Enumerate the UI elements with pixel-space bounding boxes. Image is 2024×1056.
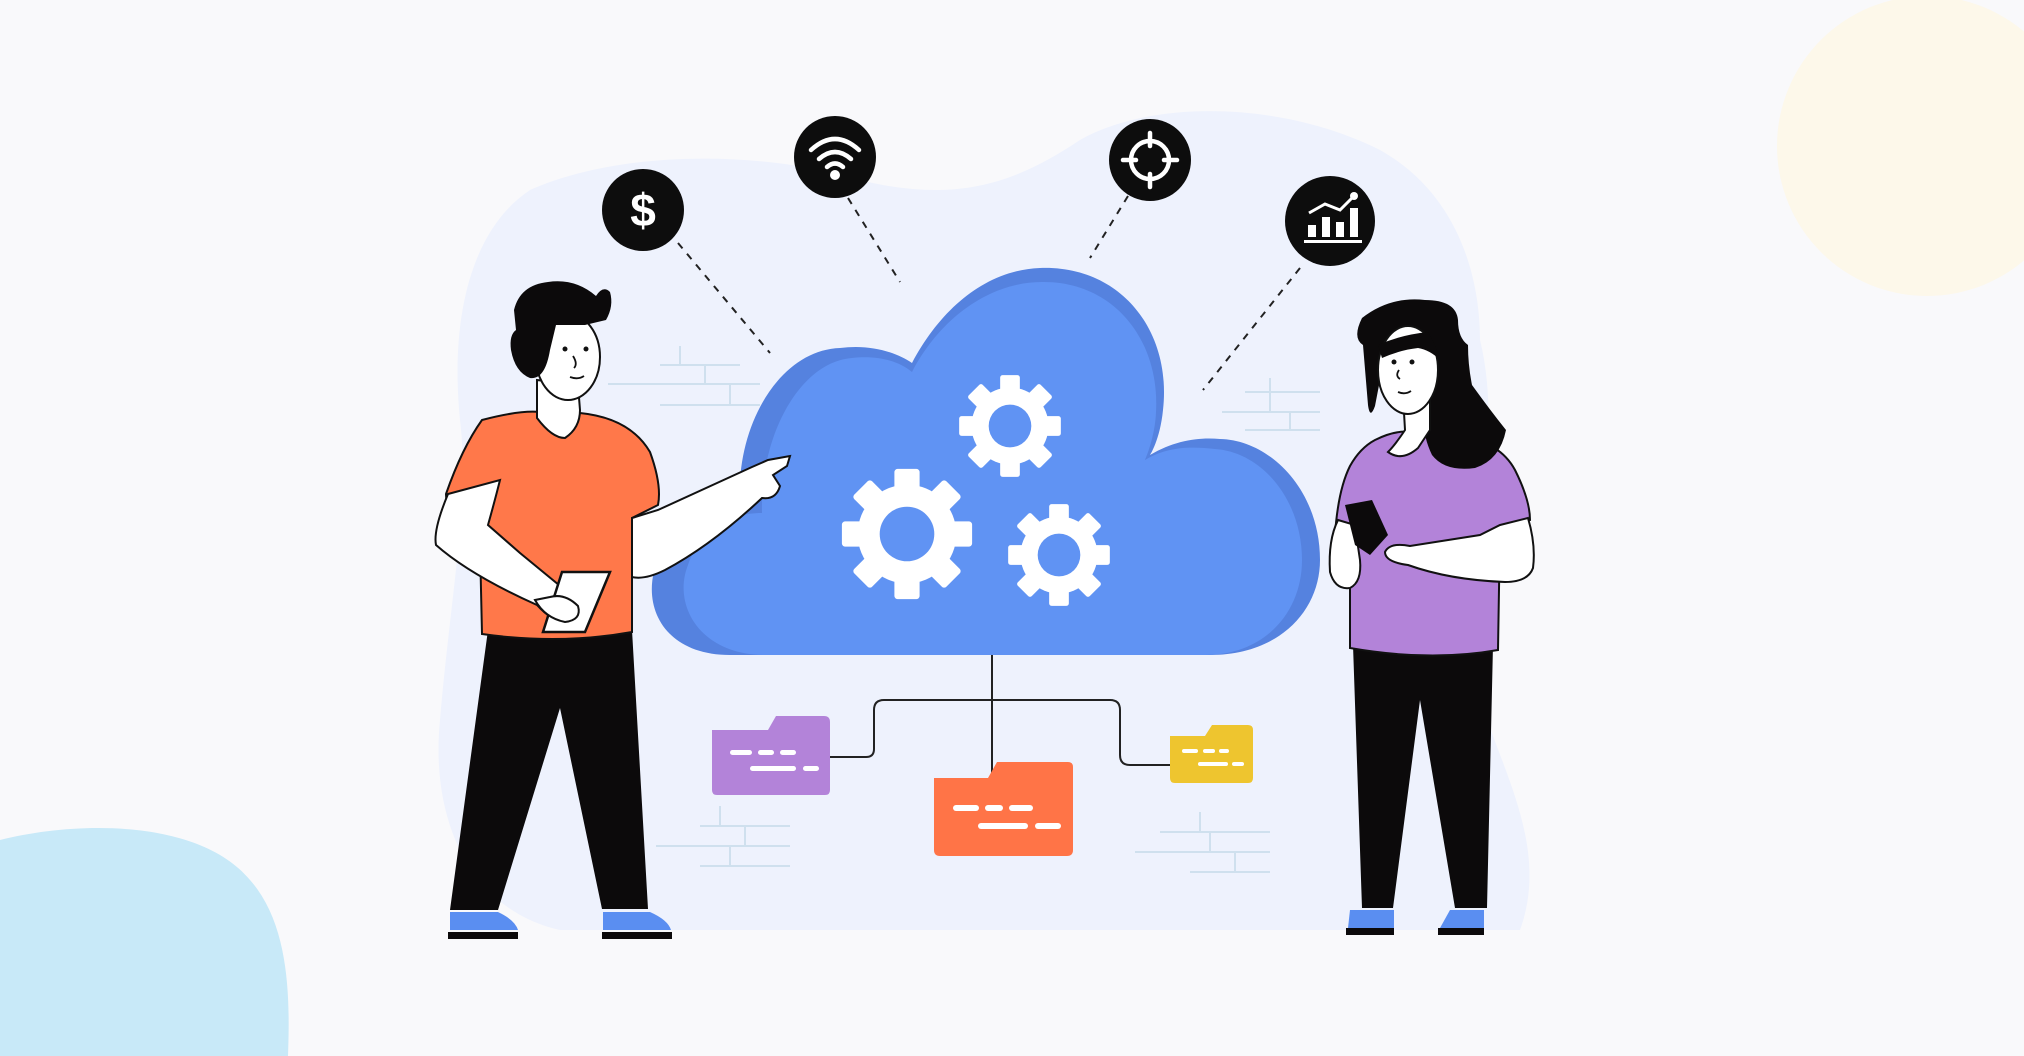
analytics-chart-icon	[1285, 176, 1375, 266]
woman-right-shoe	[1438, 910, 1484, 935]
man-pants	[450, 630, 648, 910]
man-right-shoe	[602, 912, 672, 939]
woman-left-shoe	[1346, 910, 1394, 935]
svg-text:$: $	[630, 184, 656, 236]
dollar-icon: $	[602, 169, 684, 251]
man-presenter	[434, 281, 792, 939]
phone	[1345, 500, 1388, 555]
man-hair	[510, 281, 612, 379]
man-hand	[533, 595, 580, 624]
man-left-shoe	[448, 912, 518, 939]
woman-right-arm	[1383, 516, 1535, 584]
woman-with-phone	[1328, 299, 1535, 935]
folder-orange	[934, 762, 1073, 856]
brick-pattern-left	[608, 346, 760, 406]
man-pointing-arm	[631, 454, 792, 579]
yellow-corner-blob	[1777, 0, 2024, 296]
brick-pattern-right	[1222, 378, 1320, 431]
target-icon	[1109, 119, 1191, 201]
small-gear-icon	[1008, 504, 1110, 606]
folder-purple	[712, 716, 830, 795]
top-gear-icon	[959, 375, 1061, 477]
brick-pattern-bottom-left	[656, 806, 790, 867]
folder-tree-lines	[830, 655, 1172, 778]
large-gear-icon	[841, 468, 973, 600]
icon-connector-lines	[677, 195, 1301, 391]
woman-pants	[1353, 645, 1493, 908]
folder-yellow	[1170, 725, 1253, 783]
blue-corner-blob	[0, 828, 289, 1056]
brick-pattern-bottom-right	[1135, 812, 1270, 873]
wifi-icon	[794, 116, 876, 198]
